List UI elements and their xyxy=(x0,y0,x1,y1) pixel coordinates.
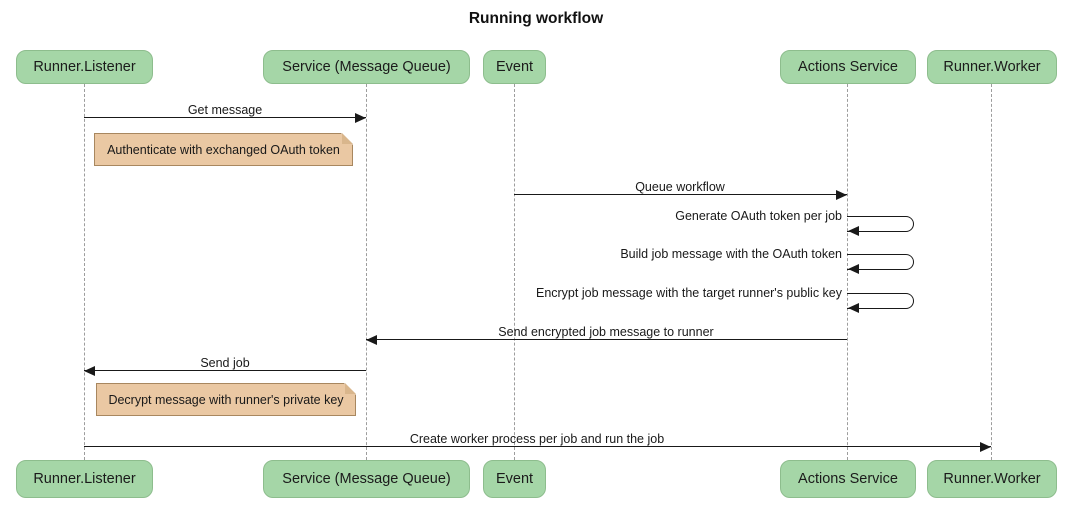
self-message-loop xyxy=(847,293,914,309)
lifeline-actions-service xyxy=(847,84,848,460)
note-label: Decrypt message with runner's private ke… xyxy=(108,392,344,407)
message-label-encrypt-job-message: Encrypt job message with the target runn… xyxy=(535,286,842,300)
message-label-send-job: Send job xyxy=(200,356,250,370)
participant-bottom-service-message-queue: Service (Message Queue) xyxy=(263,460,470,498)
participant-top-event: Event xyxy=(483,50,546,84)
arrowhead-icon xyxy=(366,335,377,345)
message-line-send-job xyxy=(84,370,366,371)
message-line-queue-workflow xyxy=(514,194,847,195)
participant-top-runner-worker: Runner.Worker xyxy=(927,50,1057,84)
arrowhead-icon xyxy=(848,226,859,236)
participant-bottom-runner-worker: Runner.Worker xyxy=(927,460,1057,498)
diagram-title: Running workflow xyxy=(468,10,604,27)
message-label-build-job-message: Build job message with the OAuth token xyxy=(620,247,842,261)
arrowhead-icon xyxy=(980,442,991,452)
lifeline-event xyxy=(514,84,515,460)
message-label-create-worker-process: Create worker process per job and run th… xyxy=(409,432,665,446)
arrowhead-icon xyxy=(84,366,95,376)
note-authenticate: Authenticate with exchanged OAuth token xyxy=(94,133,353,166)
message-line-create-worker-process xyxy=(84,446,991,447)
lifeline-runner-worker xyxy=(991,84,992,460)
lifeline-service-message-queue xyxy=(366,84,367,460)
message-label-send-encrypted-job-message: Send encrypted job message to runner xyxy=(498,325,714,339)
participant-top-runner-listener: Runner.Listener xyxy=(16,50,153,84)
arrowhead-icon xyxy=(848,303,859,313)
self-message-loop xyxy=(847,216,914,232)
participant-top-actions-service: Actions Service xyxy=(780,50,916,84)
participant-bottom-actions-service: Actions Service xyxy=(780,460,916,498)
arrowhead-icon xyxy=(848,264,859,274)
lifeline-runner-listener xyxy=(84,84,85,460)
message-label-generate-oauth-token: Generate OAuth token per job xyxy=(675,209,842,223)
arrowhead-icon xyxy=(355,113,366,123)
arrowhead-icon xyxy=(836,190,847,200)
message-label-queue-workflow: Queue workflow xyxy=(635,180,725,194)
note-fold-icon xyxy=(345,383,356,394)
note-fold-icon xyxy=(342,133,353,144)
self-message-loop xyxy=(847,254,914,270)
participant-bottom-runner-listener: Runner.Listener xyxy=(16,460,153,498)
participant-top-service-message-queue: Service (Message Queue) xyxy=(263,50,470,84)
participant-bottom-event: Event xyxy=(483,460,546,498)
note-decrypt: Decrypt message with runner's private ke… xyxy=(96,383,356,416)
message-label-get-message: Get message xyxy=(187,103,263,117)
message-line-send-encrypted-job-message xyxy=(366,339,847,340)
note-label: Authenticate with exchanged OAuth token xyxy=(107,142,340,157)
message-line-get-message xyxy=(84,117,366,118)
